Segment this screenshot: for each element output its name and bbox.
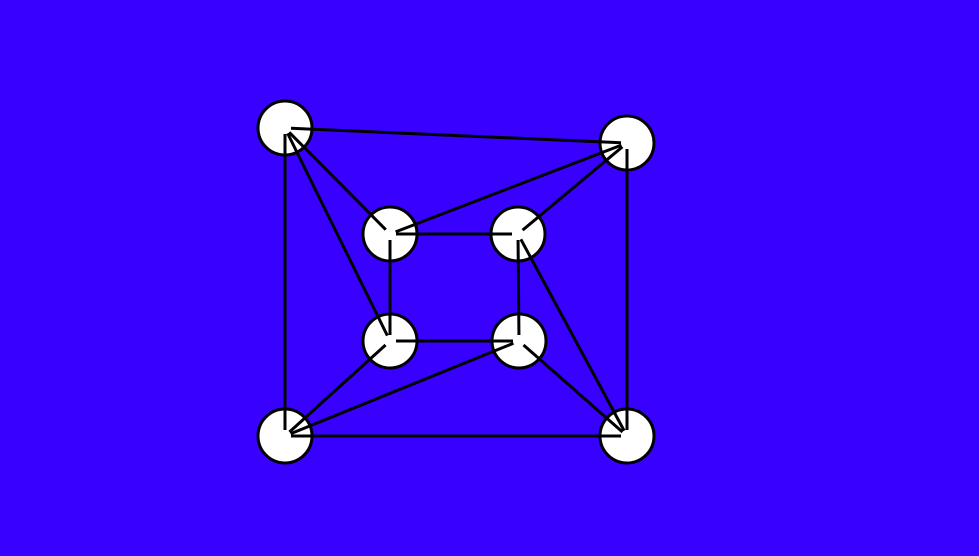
edge-stub-inner-bottom-left-to-outer-bottom-left	[288, 416, 307, 434]
edge-stub-outer-top-left-to-inner-top-left	[369, 213, 387, 231]
edge-stub-outer-top-left-to-inner-bottom-left	[286, 132, 299, 154]
edge-outer-top-left-to-outer-top-right	[284, 126, 628, 145]
edge-outer-top-left-to-inner-bottom-left	[283, 127, 392, 342]
edge-inner-top-right-to-outer-bottom-right	[516, 233, 629, 437]
edge-stub-inner-top-right-to-outer-bottom-right	[612, 410, 626, 432]
edge-stub-outer-top-left-to-inner-top-left	[288, 131, 306, 149]
edge-outer-top-right-to-inner-top-left	[389, 141, 628, 236]
edge-stub-outer-top-left-to-outer-top-right	[290, 126, 314, 131]
edge-stub-outer-top-right-to-inner-top-left	[600, 143, 622, 155]
edge-stub-inner-bottom-left-to-outer-bottom-left	[368, 343, 387, 361]
edges-layer	[283, 126, 629, 438]
nodes-layer	[256, 99, 656, 465]
edge-stub-outer-top-right-to-inner-top-left	[395, 222, 417, 234]
edge-stub-outer-top-right-to-inner-top-right	[604, 145, 624, 163]
edge-stub-outer-top-right-to-inner-top-right	[521, 214, 541, 232]
edge-inner-bottom-right-to-outer-bottom-left	[284, 339, 520, 438]
edge-stub-outer-top-left-to-inner-bottom-left	[376, 315, 389, 337]
edge-stub-inner-bottom-right-to-outer-bottom-right	[604, 416, 624, 434]
edge-stub-inner-bottom-right-to-outer-bottom-left	[289, 424, 312, 436]
edge-stub-inner-bottom-right-to-outer-bottom-right	[522, 343, 542, 361]
edge-stub-inner-bottom-right-to-outer-bottom-left	[492, 341, 515, 353]
edge-stub-outer-top-left-to-outer-top-right	[598, 140, 622, 145]
edge-stub-inner-top-right-to-outer-bottom-right	[519, 238, 533, 260]
